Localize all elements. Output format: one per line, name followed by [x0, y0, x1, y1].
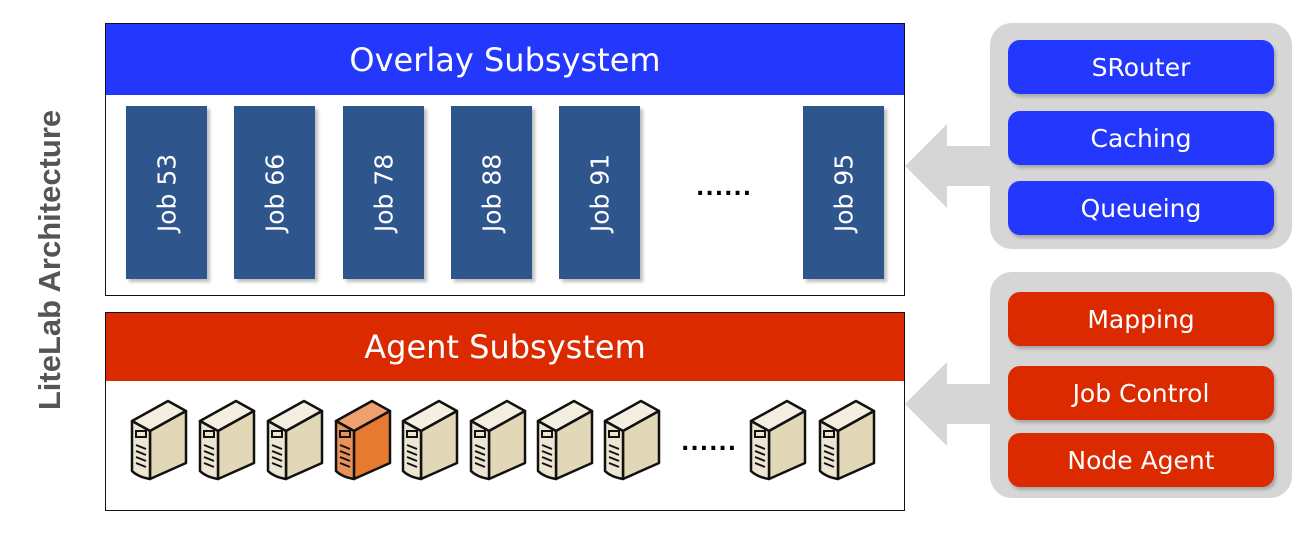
arrow-left-icon — [905, 124, 995, 208]
agent-subsystem-header: Agent Subsystem — [106, 313, 904, 381]
servers-ellipsis: ...... — [681, 431, 738, 456]
job-label: Job 66 — [260, 153, 289, 232]
agent-subsystem: Agent Subsystem ...... — [105, 312, 905, 511]
job-label: Job 91 — [585, 153, 614, 232]
server-icon — [198, 399, 256, 481]
job-box: Job 88 — [451, 106, 532, 279]
server-icon — [401, 399, 459, 481]
diagram-title-text: LiteLab Architecture — [32, 109, 67, 411]
job-label: Job 53 — [152, 153, 181, 232]
overlay-subsystem: Overlay Subsystem Job 53 Job 66 Job 78 J… — [105, 23, 905, 296]
server-icon-highlighted — [334, 399, 392, 481]
job-label: Job 78 — [369, 153, 398, 232]
job-label: Job 95 — [829, 153, 858, 232]
job-label: Job 88 — [477, 153, 506, 232]
overlay-components-panel: SRouter Caching Queueing — [990, 23, 1292, 249]
component-queueing: Queueing — [1008, 181, 1274, 235]
server-icon — [536, 399, 594, 481]
arrow-left-icon — [905, 362, 995, 446]
server-icon — [749, 399, 807, 481]
component-mapping: Mapping — [1008, 292, 1274, 346]
agent-components-panel: Mapping Job Control Node Agent — [990, 272, 1292, 498]
server-icon — [603, 399, 661, 481]
component-srouter: SRouter — [1008, 40, 1274, 94]
server-icon — [130, 399, 188, 481]
job-box: Job 95 — [803, 106, 884, 279]
server-icon — [818, 399, 876, 481]
component-job-control: Job Control — [1008, 366, 1274, 420]
job-box: Job 66 — [234, 106, 315, 279]
server-icon — [469, 399, 527, 481]
job-box: Job 78 — [343, 106, 424, 279]
server-icon — [266, 399, 324, 481]
component-node-agent: Node Agent — [1008, 433, 1274, 487]
jobs-ellipsis: ...... — [696, 176, 753, 201]
diagram-title: LiteLab Architecture — [30, 60, 70, 460]
component-caching: Caching — [1008, 111, 1274, 165]
job-box: Job 53 — [126, 106, 207, 279]
job-box: Job 91 — [559, 106, 640, 279]
overlay-subsystem-header: Overlay Subsystem — [106, 24, 904, 95]
